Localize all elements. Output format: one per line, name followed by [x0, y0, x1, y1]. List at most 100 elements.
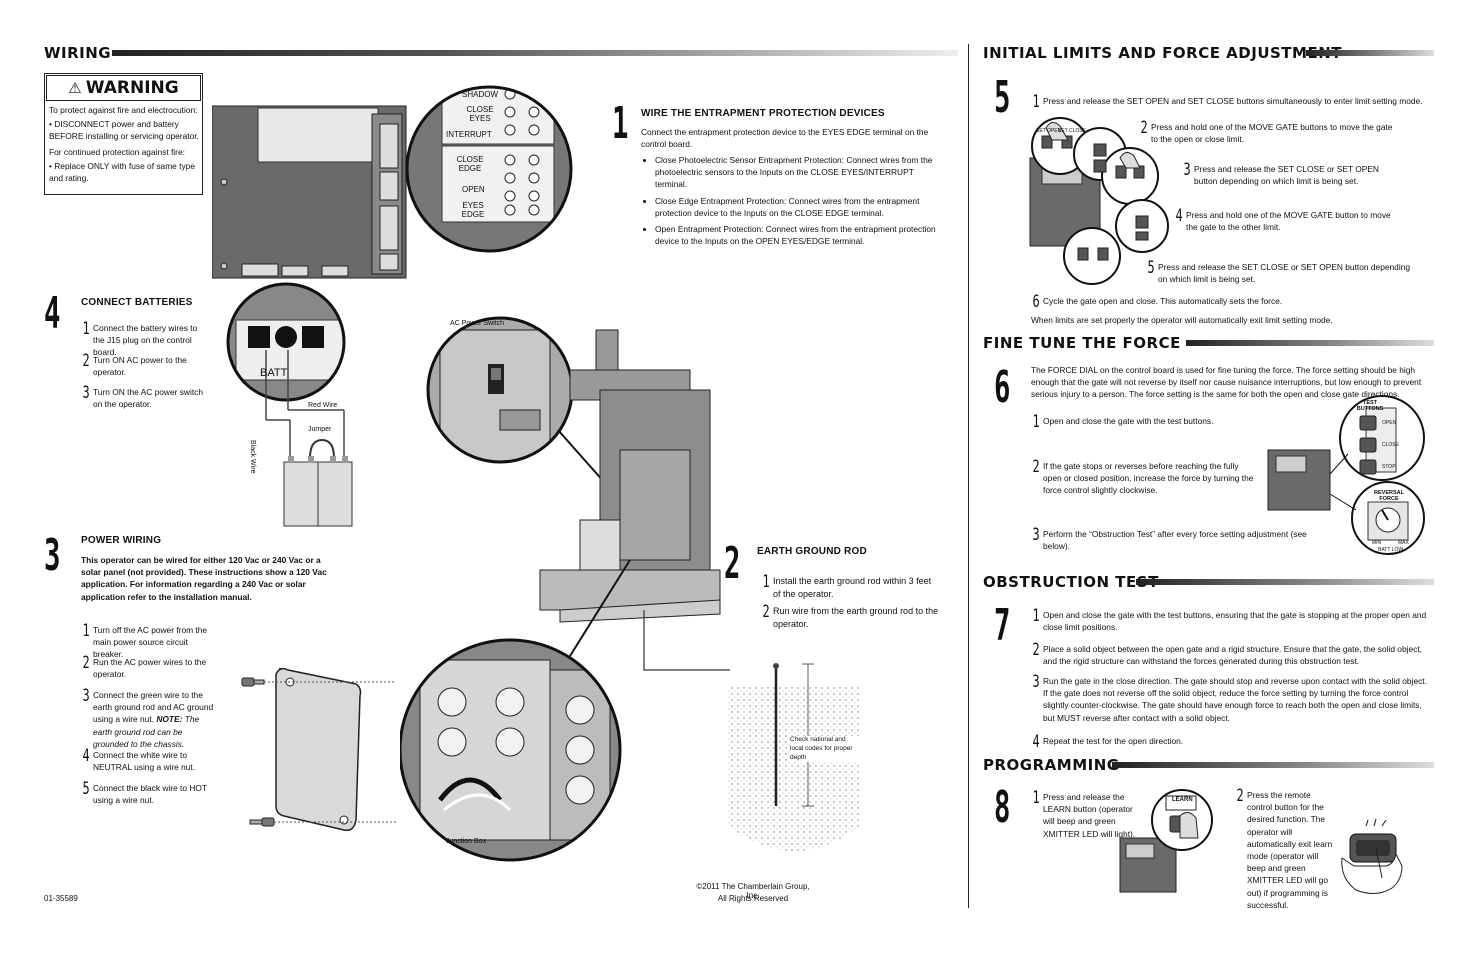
- force-label-open: OPEN: [1382, 420, 1397, 426]
- limits-step-5: 5 Press and release the SET CLOSE or SET…: [1147, 258, 1411, 285]
- programming-step-2: 2 Press the remote control button for th…: [1236, 786, 1333, 910]
- section-2-number: 2: [724, 538, 741, 589]
- programming-header: PROGRAMMING: [983, 756, 1120, 774]
- limits-number: 5: [994, 72, 1011, 123]
- obstruction-header: OBSTRUCTION TEST: [983, 573, 1159, 591]
- section-3-title: POWER WIRING: [81, 535, 162, 546]
- limits-header-rule: [1306, 50, 1434, 56]
- label-eyes-edge: EYES EDGE: [461, 201, 485, 219]
- limits-step-6: 6 Cycle the gate open and close. This au…: [1032, 292, 1283, 312]
- limits-header: INITIAL LIMITS AND FORCE ADJUSTMENT: [983, 44, 1342, 62]
- programming-step-1: 1 Press and release the LEARN button (op…: [1032, 788, 1136, 839]
- battery-connector-illustration: [226, 282, 353, 527]
- section-2-title: EARTH GROUND ROD: [757, 546, 867, 557]
- label-ac-power-switch: AC Power Switch: [450, 320, 505, 327]
- section-3-intro: This operator can be wired for either 12…: [81, 555, 327, 602]
- limits-footer: When limits are set properly the operato…: [1031, 315, 1333, 325]
- obstruction-step-1: 1 Open and close the gate with the test …: [1032, 606, 1427, 633]
- doc-number: 01-35589: [44, 894, 78, 903]
- section-1-bullet-2: Close Edge Entrapment Protection: Connec…: [655, 195, 937, 219]
- section-2-step-2: 2 Run wire from the earth ground rod to …: [762, 602, 939, 630]
- ground-rod-illustration: [728, 663, 860, 851]
- warning-title: WARNING: [85, 78, 179, 98]
- section-3-number: 3: [44, 530, 61, 581]
- junction-cover-illustration: [241, 667, 396, 832]
- section-3-step-5: 5 Connect the black wire to HOT using a …: [82, 779, 207, 806]
- force-label-batt-low: BATT LOW: [1378, 547, 1404, 553]
- learn-board-illustration: [1119, 789, 1213, 893]
- section-1-intro: Connect the entrapment protection device…: [641, 127, 929, 150]
- section-1-bullet-3: Open Entrapment Protection: Connect wire…: [655, 223, 937, 247]
- limits-board-label-set-open: SET OPEN: [1036, 128, 1062, 134]
- warning-title-bar: ⚠ WARNING: [46, 75, 201, 101]
- terminal-zoom-illustration: [405, 85, 573, 253]
- learn-label: LEARN: [1172, 797, 1193, 803]
- section-3-step-2: 2 Run the AC power wires to the operator…: [82, 653, 207, 680]
- section-1-number: 1: [612, 98, 629, 149]
- section-4-step-3: 3 Turn ON the AC power switch on the ope…: [82, 383, 203, 410]
- force-label-close: CLOSE: [1382, 442, 1399, 448]
- copyright-line-2: All Rights Reserved: [717, 894, 789, 903]
- fine-tune-intro: The FORCE DIAL on the control board is u…: [1031, 365, 1422, 400]
- obstruction-step-4: 4 Repeat the test for the open direction…: [1032, 732, 1184, 752]
- label-depth-note: Check national and local codes for prope…: [790, 736, 860, 763]
- force-board-illustration: [1267, 395, 1425, 555]
- page-divider: [968, 44, 969, 908]
- section-1-bullet-1: Close Photoelectric Sensor Entrapment Pr…: [655, 154, 937, 191]
- fine-tune-step-3: 3 Perform the “Obstruction Test” after e…: [1032, 525, 1307, 552]
- programming-number: 8: [994, 782, 1011, 833]
- force-label-max: MAX: [1398, 540, 1409, 546]
- warning-box: ⚠ WARNING To protect against fire and el…: [44, 73, 203, 195]
- warning-line-1: To protect against fire and electrocutio…: [49, 105, 198, 115]
- label-jumper: Jumper: [308, 426, 332, 433]
- wiring-header-rule: [112, 50, 958, 56]
- limits-step-2: 2 Press and hold one of the MOVE GATE bu…: [1140, 118, 1393, 145]
- warning-line-2: • DISCONNECT power and battery BEFORE in…: [49, 119, 199, 142]
- limits-board-illustration: [1029, 117, 1169, 285]
- limits-step-3: 3 Press and release the SET CLOSE or SET…: [1183, 160, 1379, 187]
- force-label-stop: STOP: [1382, 464, 1396, 470]
- limits-step-4: 4 Press and hold one of the MOVE GATE bu…: [1175, 206, 1391, 233]
- fine-tune-number: 6: [994, 362, 1011, 413]
- warning-line-4: • Replace ONLY with fuse of same type an…: [49, 161, 195, 184]
- obstruction-step-2: 2 Place a solid object between the open …: [1032, 640, 1422, 667]
- obstruction-step-3: 3 Run the gate in the close direction. T…: [1032, 672, 1427, 723]
- label-black-wire: Black Wire: [249, 440, 256, 474]
- wiring-header: WIRING: [44, 44, 112, 62]
- copyright-line-1: ©2011 The Chamberlain Group, Inc.: [696, 882, 810, 900]
- fine-tune-step-1: 1 Open and close the gate with the test …: [1032, 412, 1214, 432]
- section-1-bullets: Close Photoelectric Sensor Entrapment Pr…: [641, 154, 937, 251]
- section-1-title: WIRE THE ENTRAPMENT PROTECTION DEVICES: [641, 108, 885, 119]
- label-open: OPEN: [462, 185, 485, 194]
- force-label-reversal-force: REVERSAL FORCE: [1374, 490, 1404, 503]
- control-board-illustration: [212, 105, 407, 279]
- label-junction-box: Junction Box: [446, 838, 487, 845]
- fine-tune-header-rule: [1186, 340, 1434, 346]
- label-close-edge: CLOSE EDGE: [456, 155, 484, 173]
- section-3-step-4: 4 Connect the white wire to NEUTRAL usin…: [82, 746, 196, 773]
- force-label-min: MIN: [1372, 540, 1382, 546]
- fine-tune-header: FINE TUNE THE FORCE: [983, 334, 1181, 352]
- programming-header-rule: [1112, 762, 1434, 768]
- section-4-step-2: 2 Turn ON AC power to the operator.: [82, 351, 187, 378]
- warning-line-3: For continued protection against fire:: [49, 147, 185, 157]
- section-4-title: CONNECT BATTERIES: [81, 297, 193, 308]
- section-4-number: 4: [44, 288, 61, 339]
- obstruction-number: 7: [994, 600, 1011, 651]
- fine-tune-step-2: 2 If the gate stops or reverses before r…: [1032, 457, 1254, 496]
- label-close-eyes: CLOSE EYES: [466, 105, 494, 123]
- label-red-wire: Red Wire: [308, 402, 338, 409]
- force-label-test-buttons: TEST BUTTONS: [1356, 400, 1384, 413]
- operator-illustration: [400, 316, 730, 862]
- remote-control-illustration: [1341, 818, 1403, 894]
- obstruction-header-rule: [1136, 579, 1434, 585]
- section-2-step-1: 1 Install the earth ground rod within 3 …: [762, 572, 932, 600]
- label-shadow: SHADOW: [462, 90, 498, 99]
- section-3-step-3: 3 Connect the green wire to the earth gr…: [82, 686, 214, 749]
- label-batt: BATT: [260, 367, 288, 379]
- warning-triangle-icon: ⚠: [68, 80, 82, 97]
- section-4-step-1: 1 Connect the battery wires to the J15 p…: [82, 319, 198, 358]
- label-interrupt: INTERRUPT: [446, 130, 492, 139]
- limits-board-label-set-close: SET CLOSE: [1058, 128, 1086, 134]
- section-3-step-1: 1 Turn off the AC power from the main po…: [82, 621, 208, 660]
